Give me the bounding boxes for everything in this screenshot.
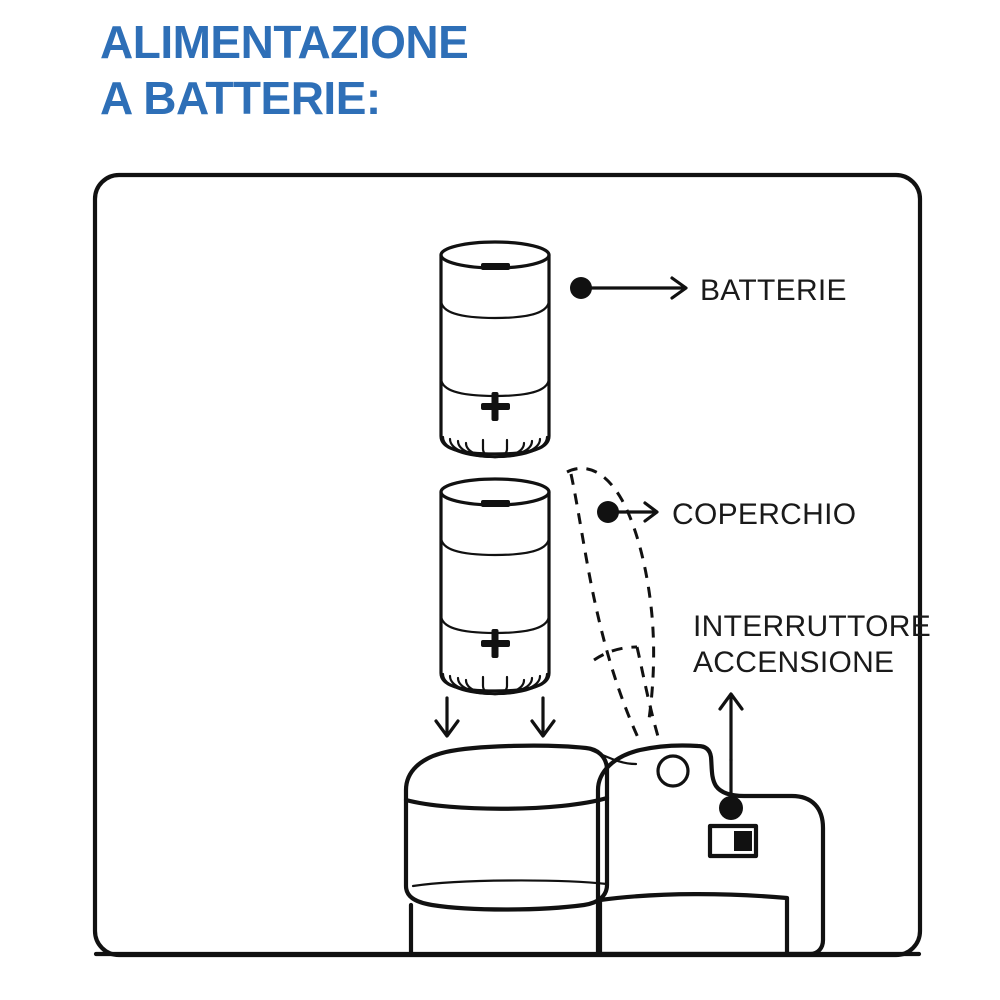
device-cap-lower-line <box>411 879 609 888</box>
device-housing <box>595 743 826 957</box>
callout-interruttore-label-line1: INTERRUTTORE <box>693 610 931 643</box>
battery-bottom-positive-terminal <box>441 672 549 696</box>
arrow-right-icon <box>643 501 659 523</box>
callout-coperchio[interactable]: COPERCHIO <box>597 498 856 531</box>
battery-top-body <box>439 253 551 456</box>
device-cap-seam <box>584 746 638 766</box>
callout-batterie[interactable]: BATTERIE <box>570 274 847 307</box>
battery-insert-arrows <box>434 696 556 738</box>
battery-top-positive-terminal <box>441 435 549 459</box>
power-switch-toggle <box>734 831 752 851</box>
cover-outline-dashed <box>566 466 661 743</box>
callout-batterie-label: BATTERIE <box>700 274 847 307</box>
battery-bottom-plus-symbol <box>481 629 510 658</box>
device-base-right <box>597 892 790 957</box>
callout-batterie-dot <box>570 277 592 299</box>
callout-coperchio-label: COPERCHIO <box>672 498 856 531</box>
callout-coperchio-dot <box>597 501 619 523</box>
battery-top-band-upper <box>439 298 551 320</box>
arrow-up-icon <box>718 692 744 711</box>
device-battery-cap <box>403 743 610 912</box>
device-cap-band <box>403 795 610 811</box>
indicator-circle-icon <box>656 754 690 788</box>
power-switch[interactable] <box>707 823 759 859</box>
battery-bottom-body <box>439 490 551 693</box>
device-body <box>93 743 922 957</box>
arrow-right-icon <box>670 276 688 300</box>
battery-top <box>439 240 551 459</box>
callout-interruttore-label-line2: ACCENSIONE <box>693 646 894 679</box>
arrow-down-icon-left <box>434 696 460 738</box>
battery-top-plus-symbol <box>481 392 510 421</box>
callout-interruttore-dot <box>719 796 743 820</box>
callout-interruttore[interactable]: INTERRUTTORE ACCENSIONE <box>693 610 931 820</box>
battery-bottom-band-upper <box>439 535 551 557</box>
battery-bottom <box>439 477 551 696</box>
power-switch-housing <box>707 823 759 859</box>
battery-top-minus-symbol <box>481 263 510 270</box>
arrow-down-icon-right <box>530 696 556 738</box>
page-title: ALIMENTAZIONE A BATTERIE: <box>100 16 469 125</box>
battery-bottom-minus-symbol <box>481 500 510 507</box>
